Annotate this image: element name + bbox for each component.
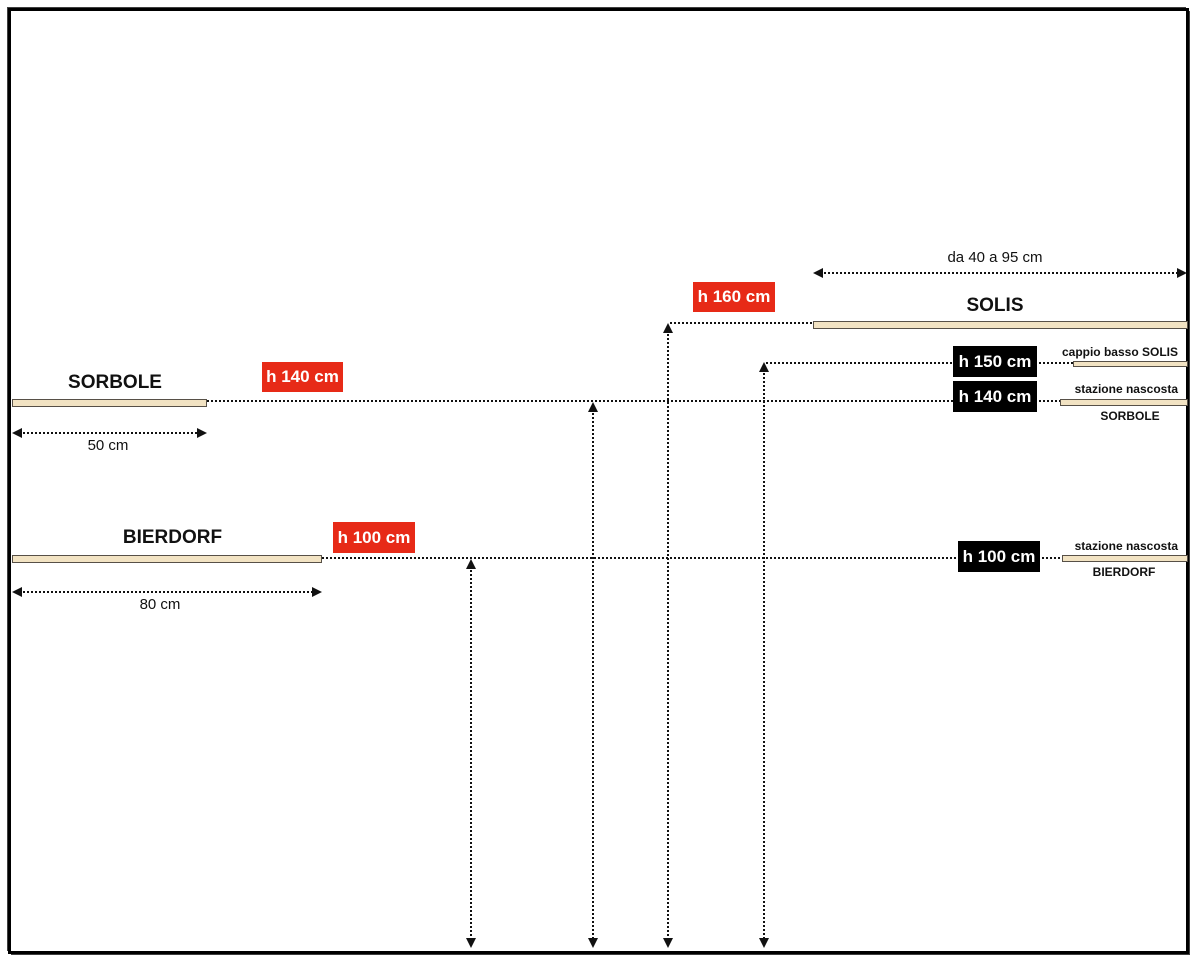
arrowhead-up-icon (759, 362, 769, 372)
bierdorf-height-arrow (466, 559, 476, 948)
arrowhead-left-icon (12, 428, 22, 438)
cappio-plank-bar (1073, 361, 1188, 367)
cappio-basso-label: cappio basso SOLIS (1061, 345, 1178, 359)
arrowhead-right-icon (1177, 268, 1187, 278)
arrowhead-left-icon (813, 268, 823, 278)
bierdorf-hidden-label: stazione nascosta (1074, 539, 1178, 553)
diagram-frame (8, 8, 1189, 954)
bierdorf-hidden-name: BIERDORF (1092, 565, 1156, 579)
cappio-height-arrow (759, 362, 769, 948)
arrowhead-right-icon (312, 587, 322, 597)
arrowhead-down-icon (759, 938, 769, 948)
solis-span-arrow (813, 268, 1187, 278)
sorbole-plank-bar (12, 399, 207, 407)
sorbole-span-label: 50 cm (87, 437, 129, 454)
cappio-height-line-left (766, 362, 953, 364)
sorbole-hidden-plank-bar (1060, 399, 1188, 406)
sorbole-hidden-label: stazione nascosta (1074, 382, 1178, 396)
bierdorf-plank-bar (12, 555, 322, 563)
cappio-height-badge: h 150 cm (953, 346, 1037, 377)
solis-height-badge: h 160 cm (693, 282, 775, 312)
sorbole-hidden-name: SORBOLE (1100, 409, 1160, 423)
sorbole-height-badge-black: h 140 cm (953, 381, 1037, 412)
arrowhead-up-icon (466, 559, 476, 569)
solis-height-arrow (663, 323, 673, 948)
arrowhead-down-icon (663, 938, 673, 948)
arrowhead-up-icon (588, 402, 598, 412)
sorbole-hidden-line (1039, 400, 1061, 402)
sorbole-title: SORBOLE (68, 372, 162, 393)
bierdorf-span-label: 80 cm (139, 596, 181, 613)
bierdorf-span-arrow (12, 587, 322, 597)
solis-span-label: da 40 a 95 cm (947, 249, 1043, 266)
arrowhead-left-icon (12, 587, 22, 597)
bierdorf-hidden-line (1042, 557, 1063, 559)
arrowhead-down-icon (466, 938, 476, 948)
bierdorf-height-badge-black: h 100 cm (958, 541, 1040, 572)
bierdorf-height-line (322, 557, 958, 559)
sorbole-height-badge-red: h 140 cm (262, 362, 343, 392)
bierdorf-title: BIERDORF (122, 527, 223, 548)
sorbole-span-arrow (12, 428, 207, 438)
solis-height-line (670, 322, 815, 324)
bierdorf-hidden-plank-bar (1062, 555, 1188, 562)
sorbole-height-line (207, 400, 953, 402)
bierdorf-height-badge-red: h 100 cm (333, 522, 415, 553)
cappio-height-line-right (1039, 362, 1075, 364)
solis-title: SOLIS (966, 295, 1024, 316)
arrowhead-up-icon (663, 323, 673, 333)
arrowhead-right-icon (197, 428, 207, 438)
solis-plank-bar (813, 321, 1188, 329)
sorbole-height-arrow (588, 402, 598, 948)
arrowhead-down-icon (588, 938, 598, 948)
